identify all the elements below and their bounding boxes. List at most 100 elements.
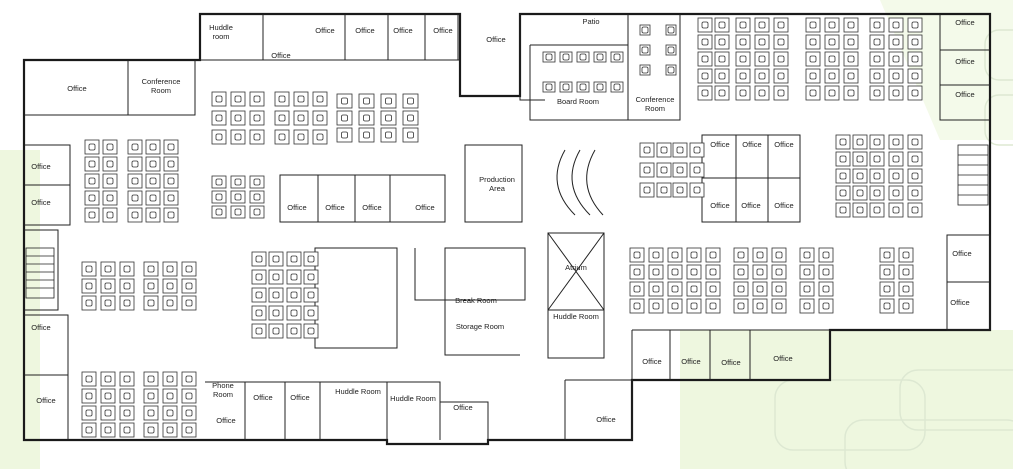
chair-icon: [775, 251, 783, 259]
chair-icon: [739, 55, 747, 63]
chair-icon: [739, 21, 747, 29]
chair-icon: [185, 265, 193, 273]
chair-icon: [131, 160, 139, 168]
chair-icon: [690, 302, 698, 310]
chair-icon: [902, 251, 910, 259]
chair-icon: [828, 72, 836, 80]
chair-icon: [828, 89, 836, 97]
chair-icon: [147, 282, 155, 290]
chair-icon: [777, 55, 785, 63]
chair-icon: [809, 72, 817, 80]
chair-icon: [737, 285, 745, 293]
chair-icon: [693, 166, 701, 174]
chair-icon: [822, 268, 830, 276]
room-label-office-bottom-row-4: Office: [773, 354, 792, 363]
chair-icon: [809, 21, 817, 29]
chair-icon: [756, 268, 764, 276]
chair-icon: [167, 211, 175, 219]
chair-icon: [822, 302, 830, 310]
chair-icon: [253, 114, 261, 122]
chair-icon: [737, 268, 745, 276]
chair-icon: [873, 172, 881, 180]
room-label-office-bottom-4: Office: [453, 403, 472, 412]
room-label-office-top-6: Office: [486, 35, 505, 44]
chair-icon: [613, 53, 621, 61]
chair-icon: [147, 426, 155, 434]
chair-icon: [671, 251, 679, 259]
chair-icon: [341, 97, 348, 105]
chair-icon: [822, 285, 830, 293]
chair-icon: [633, 302, 641, 310]
chair-icon: [775, 285, 783, 293]
room-label-office-top-5: Office: [433, 26, 452, 35]
chair-icon: [215, 133, 223, 141]
chair-icon: [234, 95, 242, 103]
chair-icon: [123, 299, 131, 307]
chair-icon: [737, 302, 745, 310]
chair-icon: [85, 409, 93, 417]
chair-icon: [660, 146, 668, 154]
room-label-office-bottom-3: Office: [290, 393, 309, 402]
chair-icon: [307, 255, 315, 263]
chair-icon: [701, 89, 709, 97]
chair-icon: [892, 21, 900, 29]
chair-icon: [718, 21, 726, 29]
room-label-office-center-2: Office: [325, 203, 344, 212]
chair-icon: [652, 268, 660, 276]
chair-icon: [690, 268, 698, 276]
chair-icon: [911, 89, 919, 97]
chair-icon: [253, 178, 261, 186]
chair-icon: [847, 21, 855, 29]
chair-icon: [149, 194, 157, 202]
chair-icon: [828, 38, 836, 46]
chair-icon: [316, 95, 324, 103]
room-label-huddle-room-mid: Huddle Room: [553, 312, 599, 321]
chair-icon: [822, 251, 830, 259]
chair-icon: [758, 38, 766, 46]
chair-icon: [775, 302, 783, 310]
chair-icon: [147, 265, 155, 273]
chair-icon: [671, 302, 679, 310]
chair-icon: [215, 193, 223, 201]
chair-icon: [106, 177, 114, 185]
chair-icon: [215, 178, 223, 186]
room-label-board-room: Board Room: [557, 97, 599, 106]
room-label-huddle-room-bottom-2: Huddle Room: [390, 394, 436, 403]
chair-icon: [777, 89, 785, 97]
chair-icon: [131, 177, 139, 185]
chair-icon: [234, 178, 242, 186]
chair-icon: [809, 38, 817, 46]
chair-icon: [839, 172, 847, 180]
chair-icon: [106, 160, 114, 168]
chair-icon: [892, 89, 900, 97]
chair-icon: [290, 327, 298, 335]
chair-icon: [123, 265, 131, 273]
chair-icon: [847, 38, 855, 46]
chair-icon: [341, 131, 348, 139]
room-label-office-center-1: Office: [287, 203, 306, 212]
chair-icon: [104, 409, 112, 417]
chair-icon: [883, 285, 891, 293]
chair-icon: [660, 186, 668, 194]
chair-icon: [652, 251, 660, 259]
chair-icon: [272, 255, 280, 263]
chair-icon: [873, 38, 881, 46]
chair-icon: [562, 83, 570, 91]
room-label-office-cluster-6: Office: [774, 201, 793, 210]
chair-icon: [385, 131, 392, 139]
chair-icon: [839, 189, 847, 197]
chair-icon: [847, 72, 855, 80]
chair-icon: [883, 302, 891, 310]
chair-icon: [709, 285, 717, 293]
chair-icon: [671, 268, 679, 276]
chair-icon: [385, 97, 392, 105]
chair-icon: [892, 206, 900, 214]
chair-icon: [847, 89, 855, 97]
chair-icon: [149, 160, 157, 168]
chair-icon: [643, 166, 651, 174]
chair-icon: [873, 155, 881, 163]
chair-icon: [363, 97, 370, 105]
chair-icon: [167, 143, 175, 151]
chair-icon: [613, 83, 621, 91]
chair-icon: [407, 97, 414, 105]
